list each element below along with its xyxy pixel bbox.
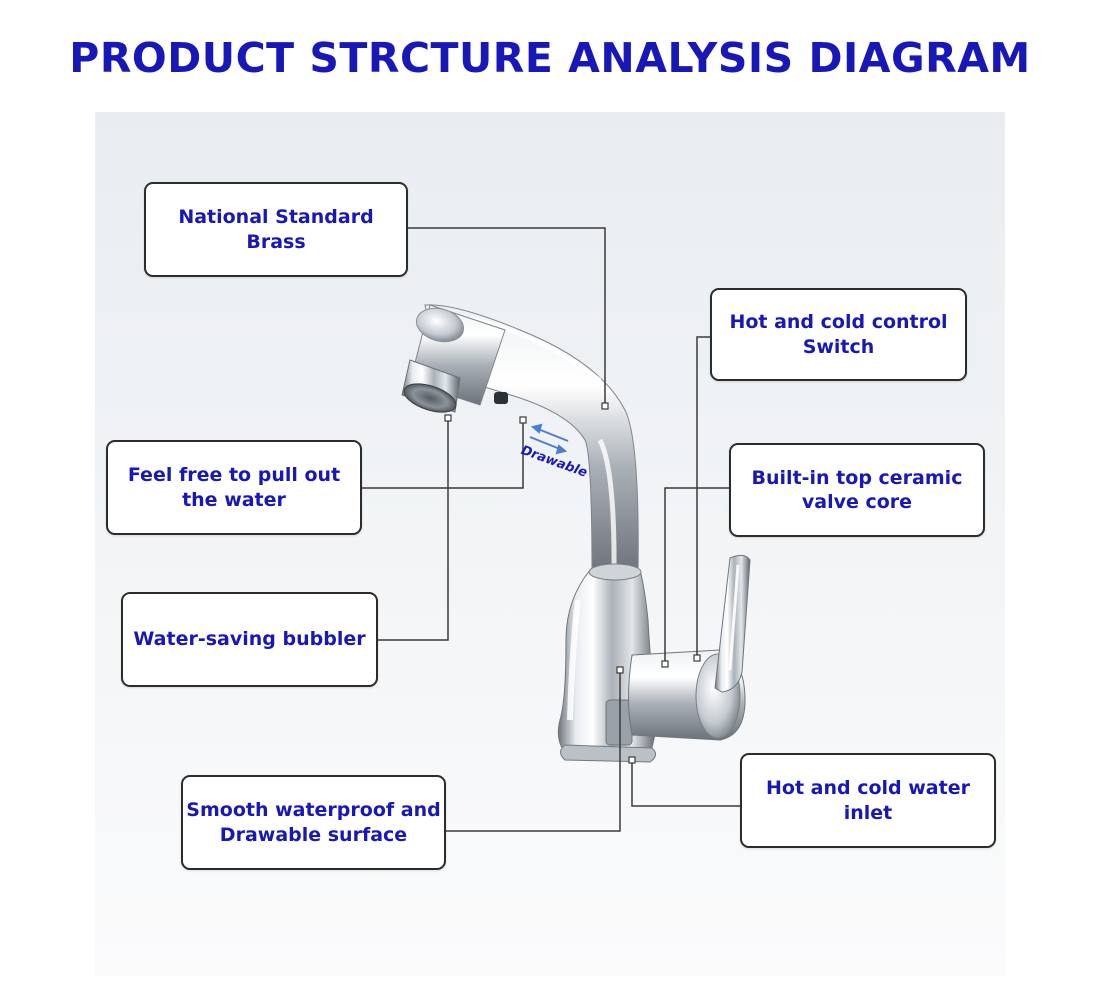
callout-valve-text: Built-in top ceramic valve core: [751, 466, 963, 513]
callout-inlet-text: Hot and cold water inlet: [766, 777, 970, 824]
callout-bubbler: Water-saving bubbler: [121, 592, 378, 687]
page-title: PRODUCT STRCTURE ANALYSIS DIAGRAM: [69, 34, 1031, 82]
leader-pull: [362, 420, 524, 489]
callout-bubbler-text: Water-saving bubbler: [133, 628, 366, 651]
leader-valve: [664, 487, 729, 664]
callout-pull: Feel free to pull out the water: [106, 440, 362, 535]
callout-brass: National Standard Brass: [144, 182, 408, 277]
callout-inlet: Hot and cold water inlet: [740, 753, 996, 848]
leader-switch: [696, 336, 711, 658]
callout-switch-text: Hot and cold control Switch: [729, 311, 948, 358]
leader-bubbler: [378, 418, 449, 641]
callout-surface: Smooth waterproof and Drawable surface: [181, 775, 446, 870]
callout-pull-text: Feel free to pull out the water: [127, 464, 341, 511]
leader-surface: [446, 670, 621, 832]
leader-inlet: [631, 760, 740, 807]
callout-brass-text: National Standard Brass: [178, 206, 374, 253]
drawable-arrows: [529, 423, 569, 455]
callout-valve: Built-in top ceramic valve core: [729, 443, 985, 537]
callout-switch: Hot and cold control Switch: [710, 288, 967, 381]
leader-brass: [407, 227, 606, 406]
callout-surface-text: Smooth waterproof and Drawable surface: [186, 799, 441, 846]
bubbler-nozzle: [403, 383, 457, 413]
